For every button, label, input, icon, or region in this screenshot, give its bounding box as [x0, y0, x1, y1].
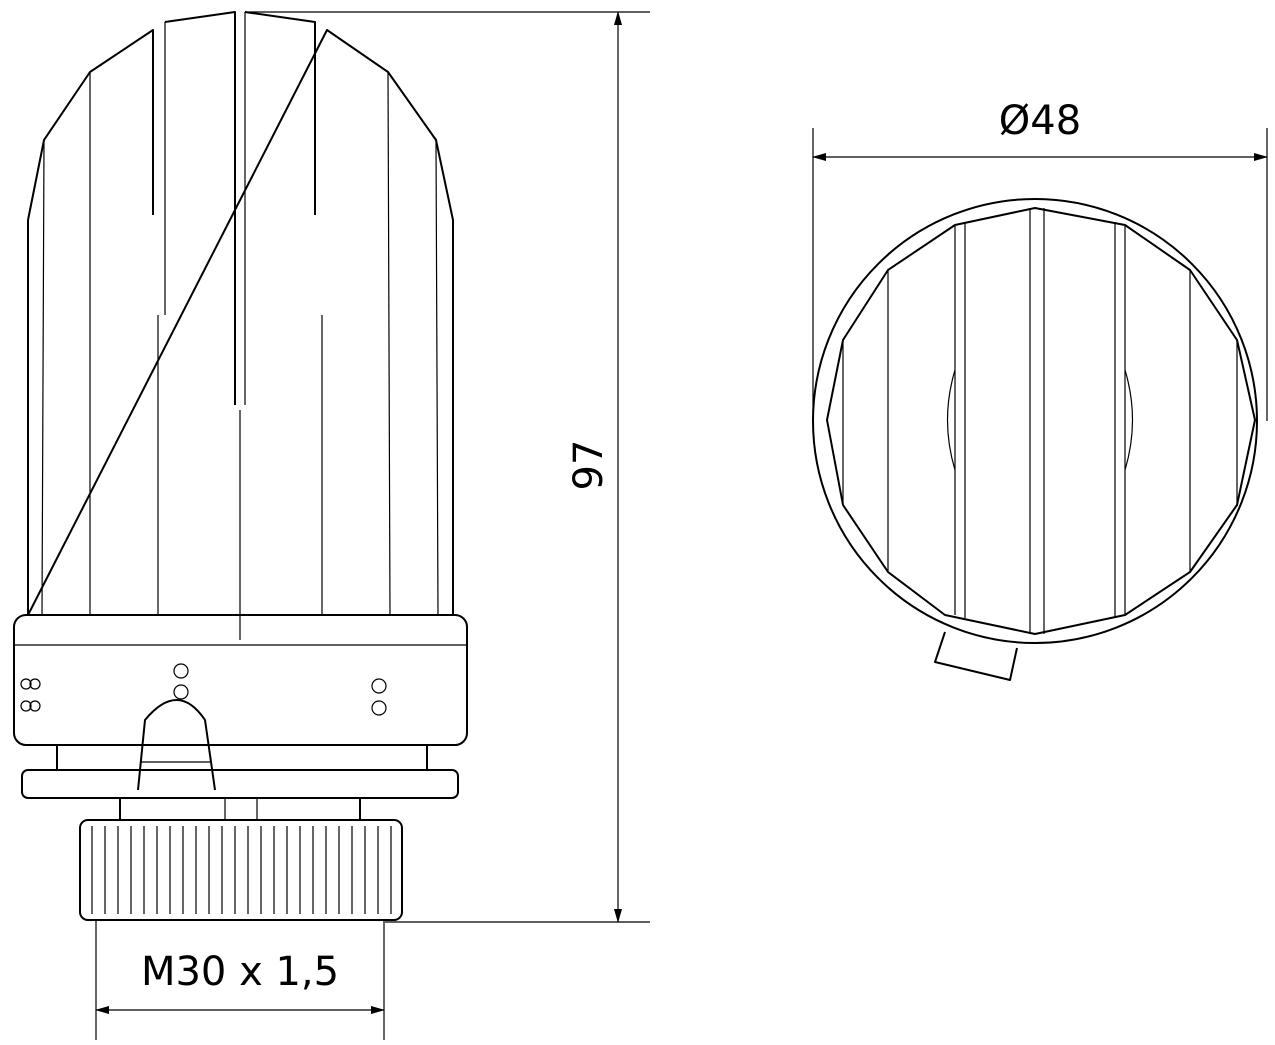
thread-label: M30 x 1,5 — [141, 949, 339, 995]
base — [21, 744, 459, 821]
top-view: Ø48 — [812, 98, 1268, 681]
adjustment-ring — [13, 614, 468, 791]
height-dimension: 97 — [245, 11, 650, 923]
diameter-dimension: Ø48 — [812, 98, 1268, 421]
thermostat-head — [27, 11, 454, 640]
side-view: 97 M30 x 1,5 — [13, 11, 650, 1040]
diameter-label: Ø48 — [999, 98, 1081, 144]
thread-dimension: M30 x 1,5 — [95, 920, 385, 1040]
indicator-tab — [934, 631, 1018, 681]
position-indicator — [137, 699, 216, 791]
height-label: 97 — [566, 440, 612, 491]
knurled-nut — [79, 819, 403, 921]
